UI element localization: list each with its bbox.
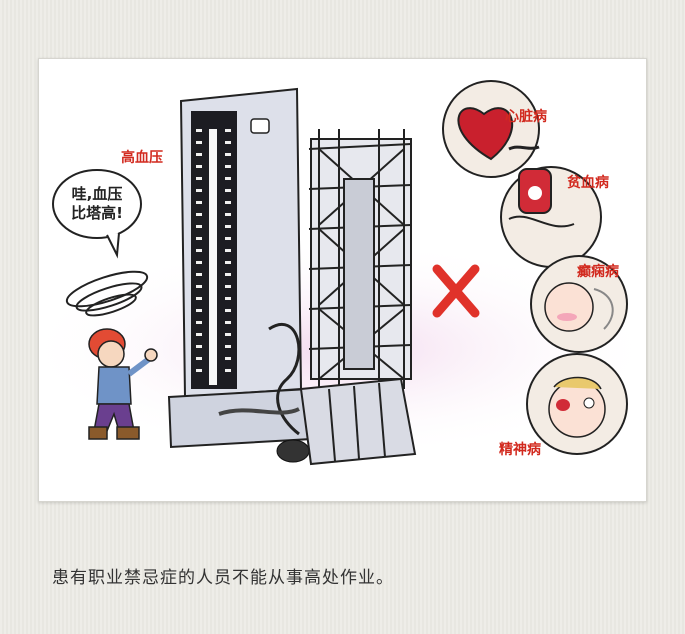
heart-disease-circle [442, 80, 540, 178]
anemia-label: 贫血病 [567, 175, 609, 191]
epilepsy-label: 癫痫病 [577, 264, 619, 280]
epilepsy-circle [530, 255, 628, 353]
scaffold-tower-icon [308, 129, 412, 389]
speech-bubble [52, 169, 142, 259]
bricks-icon [299, 377, 417, 466]
speech-line-1: 哇,血压 [71, 185, 123, 203]
worker-icon [88, 328, 158, 440]
hypertension-label: 高血压 [121, 150, 163, 166]
prohibition-cross-icon [432, 264, 480, 318]
speech-bubble-text: 哇,血压 比塔高! [67, 185, 127, 223]
speech-line-2: 比塔高! [71, 204, 123, 222]
heart-disease-label: 心脏病 [505, 109, 547, 125]
sphygmomanometer-icon [167, 87, 313, 463]
mental-illness-label: 精神病 [499, 442, 541, 458]
cartoon-illustration [39, 80, 646, 466]
dizzy-swirl-icon [65, 270, 149, 317]
mental-illness-circle [526, 353, 628, 455]
illustration-card: 高血压 心脏病 贫血病 癫痫病 精神病 哇,血压 比塔高! [38, 58, 647, 502]
caption-text: 患有职业禁忌症的人员不能从事高处作业。 [52, 568, 394, 588]
